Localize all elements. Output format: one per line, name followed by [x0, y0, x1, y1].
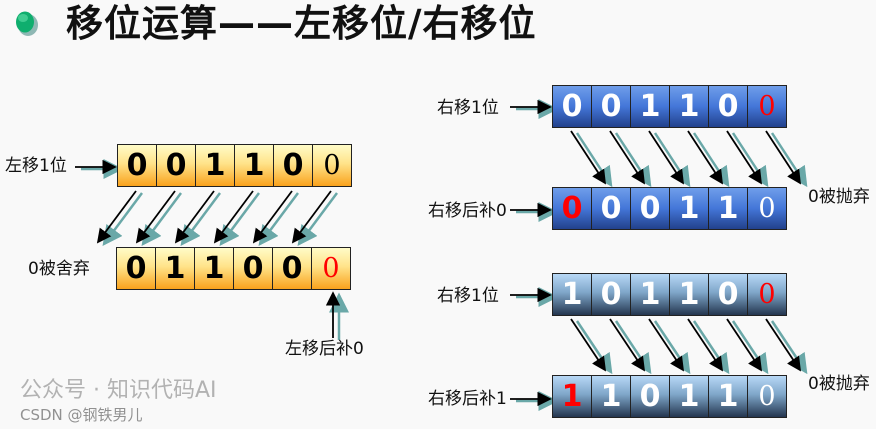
bit-cell: 0 — [591, 273, 631, 316]
bit-cell: 1 — [552, 273, 592, 316]
bit-cell: 1 — [195, 144, 235, 187]
input-arrow — [510, 287, 559, 307]
bit-cell: 0 — [273, 144, 313, 187]
left-discard-label: 0被舍弃 — [28, 259, 90, 279]
shift-arrow — [726, 130, 769, 188]
bullet-icon — [16, 11, 38, 36]
wechat-watermark: 公众号 · 知识代码AI — [20, 378, 217, 403]
shift-arrow — [687, 318, 730, 375]
bit-cell: 1 — [669, 375, 709, 418]
bit-cell: 1 — [669, 85, 709, 128]
shift-arrow — [609, 130, 652, 188]
bit-cell: 0 — [233, 247, 273, 290]
right-fill0-label: 右移后补0 — [428, 201, 507, 221]
bit-cell: 1 — [155, 247, 195, 290]
bit-cell: 0 — [552, 85, 592, 128]
input-arrow — [510, 202, 559, 222]
fill-arrow — [325, 291, 349, 340]
bit-cell: 0 — [708, 85, 748, 128]
shift-arrow — [765, 318, 808, 375]
bit-cell: 1 — [669, 187, 709, 230]
shift-arrow — [648, 318, 691, 375]
left-shift-label: 左移1位 — [5, 156, 67, 176]
bit-cell: 1 — [708, 375, 748, 418]
bit-cell: 1 — [708, 187, 748, 230]
bit-cell: 0 — [747, 187, 787, 230]
bit-cell: 1 — [552, 375, 592, 418]
shift-arrow — [96, 190, 144, 247]
right-discard-label-2: 0被抛弃 — [808, 374, 870, 394]
input-arrow — [510, 99, 559, 119]
right-shift-label-1: 右移1位 — [437, 98, 499, 118]
bit-cell: 1 — [630, 273, 670, 316]
shift-arrow — [135, 190, 183, 247]
bit-cell: 1 — [194, 247, 234, 290]
bit-cell: 0 — [630, 375, 670, 418]
shift-arrow — [174, 190, 222, 247]
bit-cell: 0 — [312, 144, 352, 187]
shift-arrow — [687, 130, 730, 188]
bit-cell: 0 — [591, 187, 631, 230]
shift-arrow — [609, 318, 652, 375]
shift-arrow — [726, 318, 769, 375]
bit-cell: 0 — [630, 187, 670, 230]
bit-cell: 0 — [116, 247, 156, 290]
bit-cell: 0 — [591, 85, 631, 128]
bit-cell: 0 — [311, 247, 351, 290]
bit-cell: 0 — [747, 85, 787, 128]
bit-cell: 0 — [747, 375, 787, 418]
right-discard-label-1: 0被抛弃 — [808, 187, 870, 207]
csdn-watermark: CSDN @钢铁男儿 — [20, 406, 143, 424]
page-title: 移位运算——左移位/右移位 — [66, 2, 537, 45]
shift-arrow — [648, 130, 691, 188]
shift-arrow — [570, 130, 613, 188]
bit-cell: 0 — [117, 144, 157, 187]
right-fill1-label: 右移后补1 — [428, 389, 507, 409]
bit-cell: 1 — [591, 375, 631, 418]
shift-arrow — [570, 318, 613, 375]
shift-arrow — [765, 130, 808, 188]
bit-cell: 1 — [630, 85, 670, 128]
left-fill-label: 左移后补0 — [285, 339, 364, 359]
bit-cell: 0 — [747, 273, 787, 316]
bit-cell: 0 — [156, 144, 196, 187]
shift-arrow — [252, 190, 300, 247]
input-arrow — [510, 391, 559, 411]
bit-cell: 0 — [708, 273, 748, 316]
shift-arrow — [291, 190, 339, 247]
input-arrow — [75, 159, 124, 179]
bit-cell: 1 — [234, 144, 274, 187]
bit-cell: 0 — [272, 247, 312, 290]
right-shift-label-2: 右移1位 — [437, 286, 499, 306]
shift-arrow — [213, 190, 261, 247]
bit-cell: 0 — [552, 187, 592, 230]
bit-cell: 1 — [669, 273, 709, 316]
